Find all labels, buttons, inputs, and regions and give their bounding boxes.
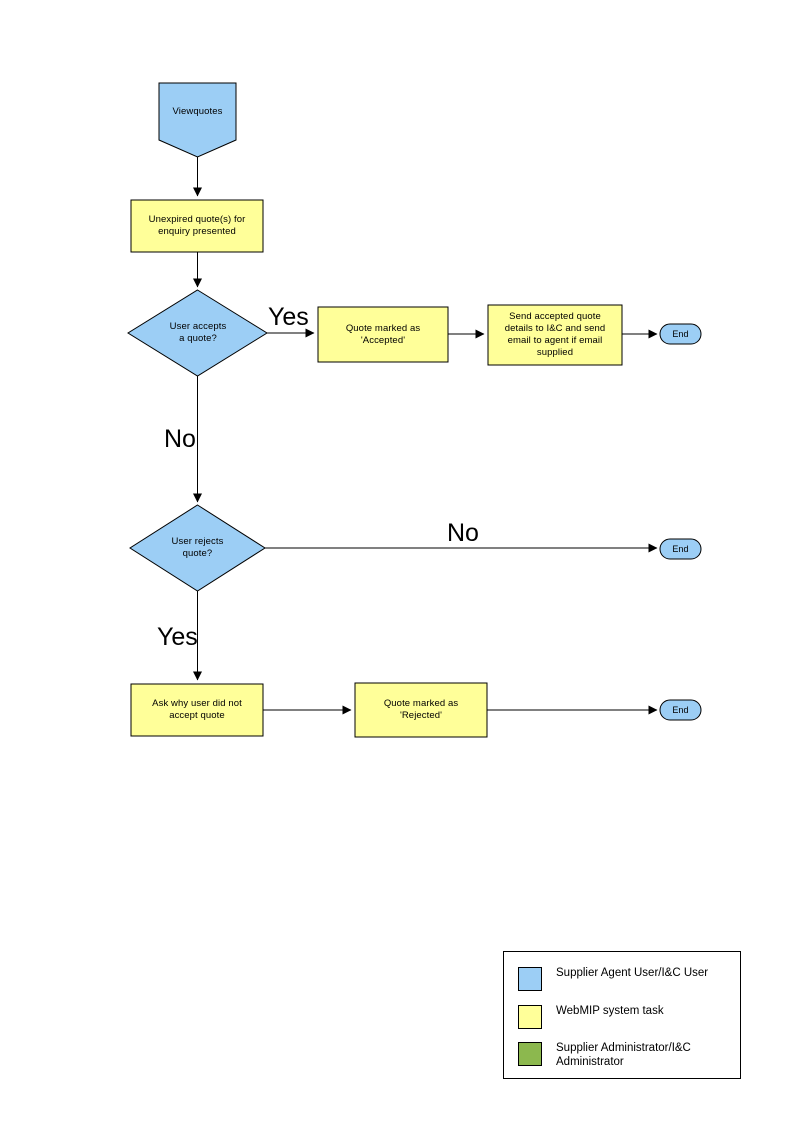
legend-swatch-green xyxy=(518,1042,542,1066)
legend-label-supplier-admin: Supplier Administrator/I&C Administrator xyxy=(556,1042,691,1068)
node-unexpired-shape xyxy=(130,199,264,253)
edge-label-reject-no: No xyxy=(447,519,479,547)
edge-label-accept-yes: Yes xyxy=(268,303,309,331)
legend-item-webmip: WebMIP system task xyxy=(518,1005,664,1029)
legend-item-supplier-admin: Supplier Administrator/I&C Administrator xyxy=(518,1042,691,1069)
node-quote-accepted-shape xyxy=(317,306,449,363)
node-decision-accept-shape xyxy=(127,289,268,377)
node-send-details-shape xyxy=(487,304,623,366)
edge-label-reject-yes: Yes xyxy=(157,623,198,651)
node-end-accept-shape xyxy=(659,323,702,345)
legend-label-supplier-agent: Supplier Agent User/I&C User xyxy=(556,967,709,979)
legend-swatch-yellow xyxy=(518,1005,542,1029)
node-quote-rejected-shape xyxy=(354,682,488,738)
legend-label-webmip: WebMIP system task xyxy=(556,1005,664,1017)
node-ask-why-shape xyxy=(130,683,264,737)
legend: Supplier Agent User/I&C User WebMIP syst… xyxy=(503,951,741,1079)
node-start-shape xyxy=(158,82,237,158)
node-decision-reject-shape xyxy=(129,504,266,592)
node-end-reject-shape xyxy=(659,699,702,721)
legend-swatch-blue xyxy=(518,967,542,991)
node-end-no-reject-shape xyxy=(659,538,702,560)
legend-item-supplier-agent: Supplier Agent User/I&C User xyxy=(518,967,708,991)
edge-label-accept-no: No xyxy=(164,425,196,453)
